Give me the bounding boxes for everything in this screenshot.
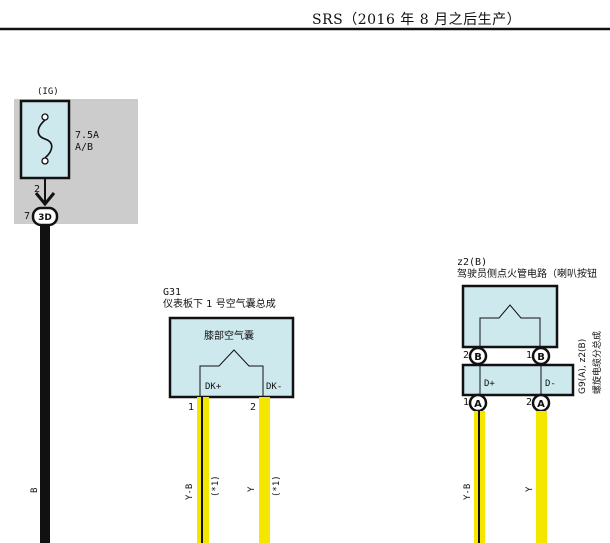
fuse-icon [37, 119, 53, 159]
spiral-cable-box [461, 363, 575, 397]
z2-code-label: z2(B) [457, 257, 488, 268]
g31-wire-2-note: (*1) [272, 475, 282, 497]
pin-b-1-label: B [537, 352, 545, 363]
g31-name-label: 仪表板下 1 号空气囊总成 [163, 299, 276, 310]
fuse-pin-label: 2 [34, 184, 41, 195]
spiral-pin-2-label: 2 [526, 397, 533, 408]
spiral-terminal-d-minus: D- [545, 379, 556, 389]
spiral-code-label: G9(A), z2(B) [578, 338, 588, 394]
g31-terminal-dk-plus: DK+ [205, 382, 222, 392]
wire-b-color-label: B [30, 487, 40, 493]
z2-top-pin-1-label: 1 [526, 350, 533, 361]
z2-squib-box [461, 284, 559, 349]
connector-pin-label: 7 [24, 211, 31, 222]
fuse-name-label: A/B [75, 142, 94, 153]
squib-icon [479, 304, 541, 347]
g31-wire-y-color: Y [247, 486, 257, 492]
g31-pin-1-label: 1 [188, 402, 195, 413]
g31-code-label: G31 [163, 287, 182, 298]
g31-inner-label: 膝部空气囊 [204, 331, 254, 342]
spiral-terminal-d-plus: D+ [484, 379, 495, 389]
g31-pin-2-label: 2 [250, 402, 257, 413]
z2-wire-y-b-color: Y-B [463, 483, 473, 500]
fuse-terminal-top [41, 113, 49, 121]
connector-arrow-icon [34, 192, 56, 207]
wire-y-g31 [259, 397, 270, 543]
z2-top-pin-2-label: 2 [463, 350, 470, 361]
g31-wire-y-b-color: Y-B [185, 483, 195, 500]
g31-component-box [168, 316, 295, 399]
spiral-name-label: 螺旋电缆分总成 [593, 330, 603, 394]
connector-3d-label: 3D [38, 213, 52, 223]
z2-name-label: 驾驶员侧点火管电路（喇叭按钮 [457, 269, 597, 280]
pin-a-1-label: A [474, 399, 482, 410]
g31-wire-1-note: (*1) [211, 475, 221, 497]
fuse-terminal-bottom [41, 157, 49, 165]
ig-source-label: (IG) [37, 87, 59, 97]
z2-wire-y-color: Y [525, 486, 535, 492]
spiral-pin-1-label: 1 [463, 397, 470, 408]
fuse-rating-label: 7.5A [75, 130, 100, 141]
knee-airbag-icon [199, 349, 264, 397]
wire-y-z2 [536, 411, 547, 543]
page-title: SRS（2016 年 8 月之后生产） [312, 12, 522, 28]
pin-a-2-label: A [537, 399, 545, 410]
g31-terminal-dk-minus: DK- [266, 382, 283, 392]
pin-b-2-label: B [474, 352, 482, 363]
